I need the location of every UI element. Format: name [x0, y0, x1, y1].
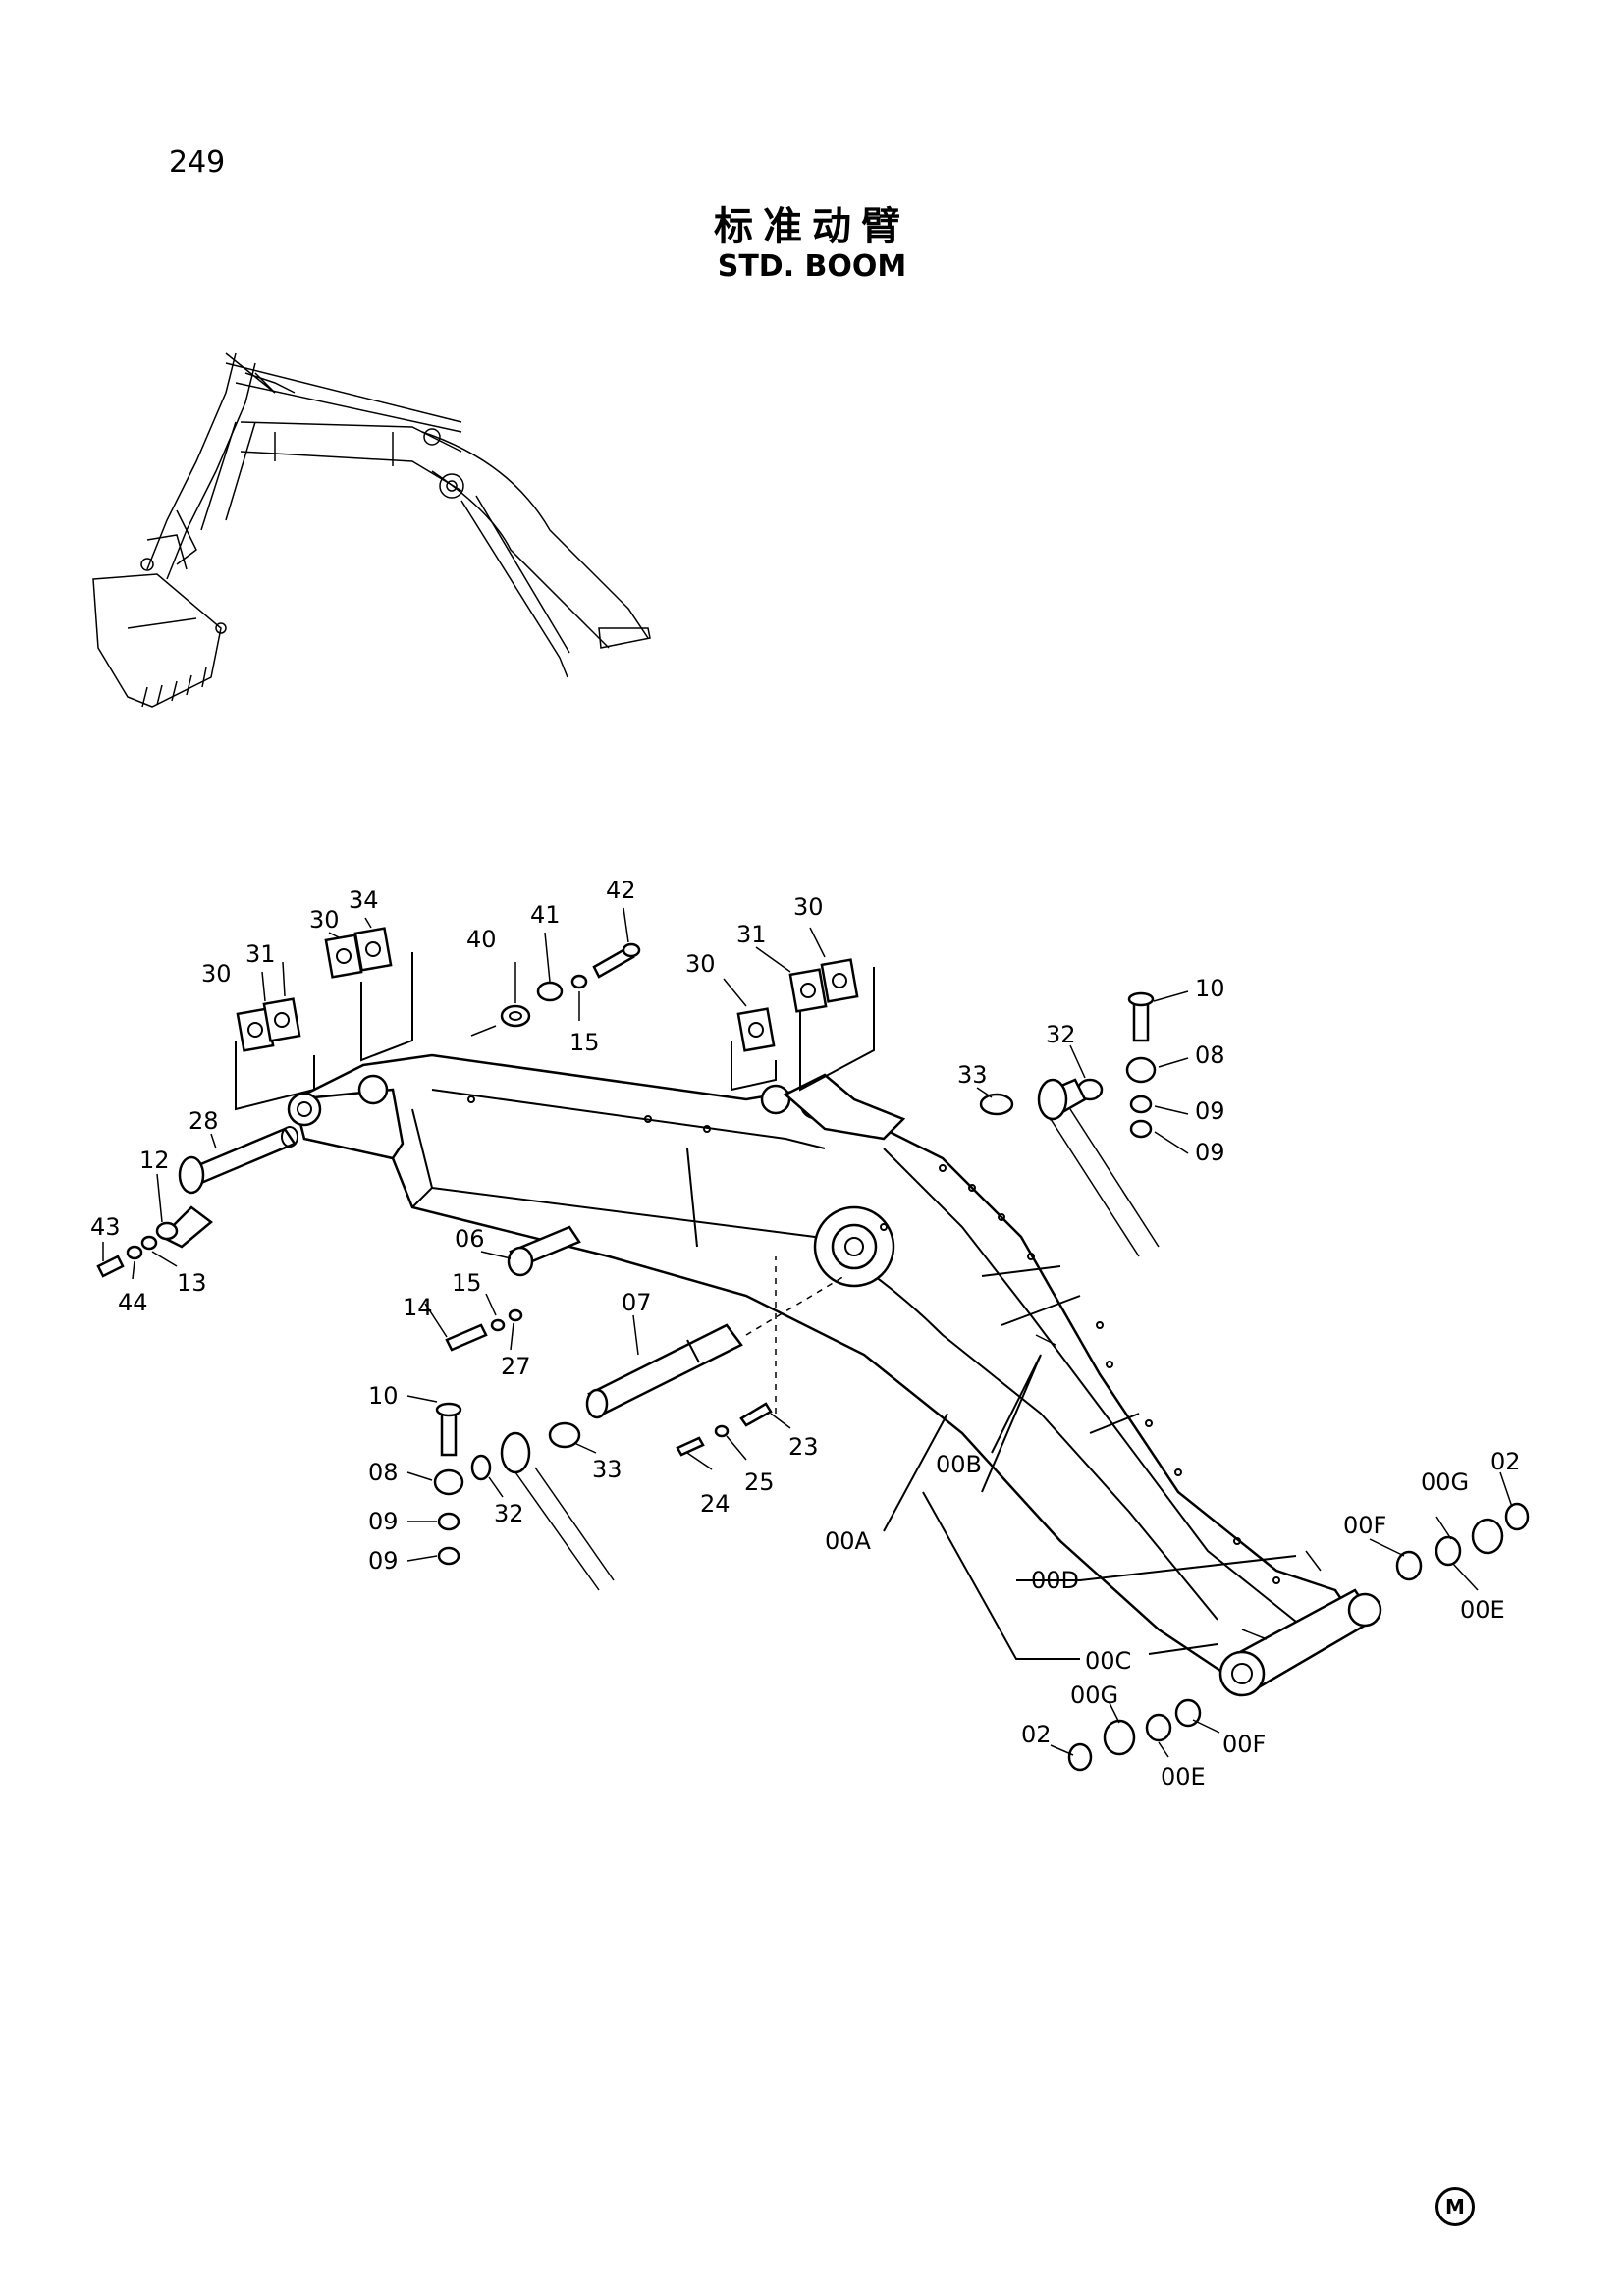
callout-06: 06 — [455, 1225, 485, 1253]
callout-40: 40 — [466, 926, 497, 953]
callout-10: 10 — [1195, 975, 1225, 1002]
callout-33: 33 — [957, 1061, 988, 1089]
callout-32: 32 — [494, 1500, 524, 1527]
callout-00G: 00G — [1070, 1682, 1118, 1709]
callout-leaders — [102, 907, 1513, 1758]
callout-23: 23 — [788, 1433, 819, 1461]
diagram-title-english: STD. BOOM — [717, 249, 907, 284]
callout-00A: 00A — [825, 1527, 872, 1555]
callout-00F: 00F — [1222, 1731, 1266, 1758]
callout-33: 33 — [592, 1456, 623, 1483]
callout-31: 31 — [245, 940, 276, 968]
callout-41: 41 — [530, 901, 561, 929]
exploded-parts — [96, 927, 1530, 1772]
callout-31: 31 — [736, 921, 767, 948]
callout-30: 30 — [309, 906, 340, 934]
callout-30: 30 — [685, 950, 716, 978]
callout-27: 27 — [501, 1353, 531, 1380]
callout-14: 14 — [403, 1294, 433, 1321]
callout-09: 09 — [368, 1508, 399, 1535]
callout-34: 34 — [349, 886, 379, 914]
callout-42: 42 — [606, 877, 636, 904]
callout-09: 09 — [368, 1547, 399, 1575]
callout-labels: 30 31 30 34 40 41 42 15 30 31 30 10 08 0… — [90, 877, 1521, 1790]
page-number: 249 — [169, 145, 226, 180]
callout-00B: 00B — [936, 1451, 982, 1478]
callout-07: 07 — [622, 1289, 652, 1316]
manufacturer-mark-icon: M — [1435, 2187, 1475, 2226]
callout-15: 15 — [569, 1029, 600, 1056]
overview-excavator-sketch — [92, 352, 651, 708]
callout-08: 08 — [1195, 1041, 1225, 1069]
callout-08: 08 — [368, 1459, 399, 1486]
callout-02: 02 — [1490, 1448, 1521, 1475]
callout-43: 43 — [90, 1213, 121, 1241]
callout-32: 32 — [1046, 1021, 1076, 1048]
callout-15: 15 — [452, 1269, 482, 1297]
callout-00C: 00C — [1085, 1647, 1131, 1675]
callout-44: 44 — [118, 1289, 148, 1316]
callout-00E: 00E — [1161, 1763, 1206, 1790]
callout-24: 24 — [700, 1490, 731, 1518]
callout-00G: 00G — [1421, 1468, 1469, 1496]
callout-28: 28 — [189, 1107, 219, 1135]
callout-09: 09 — [1195, 1097, 1225, 1125]
callout-00F: 00F — [1343, 1512, 1386, 1539]
callout-30: 30 — [793, 893, 824, 921]
callout-00E: 00E — [1460, 1596, 1505, 1624]
callout-09: 09 — [1195, 1139, 1225, 1166]
callout-25: 25 — [744, 1468, 775, 1496]
callout-30: 30 — [201, 960, 232, 988]
diagram-title-chinese: 标准动臂 — [714, 204, 910, 249]
callout-10: 10 — [368, 1382, 399, 1410]
boom-assembly — [287, 1053, 1382, 1697]
callout-13: 13 — [177, 1269, 207, 1297]
callout-00D: 00D — [1031, 1567, 1079, 1594]
callout-02: 02 — [1021, 1721, 1052, 1748]
callout-12: 12 — [139, 1147, 170, 1174]
